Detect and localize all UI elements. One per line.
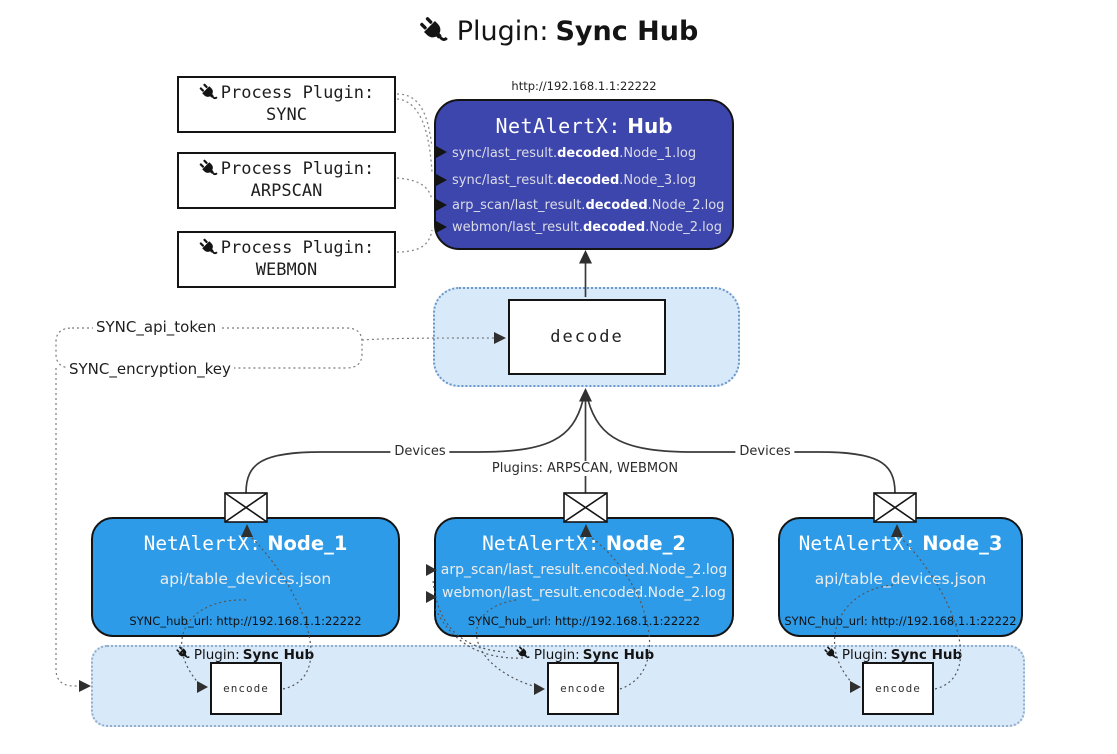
process-plugin-box-sync: Process Plugin: SYNC (177, 76, 396, 133)
node-file: webmon/last_result.encoded.Node_2.log (442, 585, 726, 601)
hub-title-name: Hub (627, 114, 673, 138)
decode-box: decode (508, 299, 666, 375)
hub-box: NetAlertX: Hub sync/last_result.decoded.… (434, 99, 734, 250)
plug-icon (199, 238, 218, 255)
encode-plugin-label-3: Plugin:Sync Hub (824, 646, 962, 663)
node-hub-url: SYNC_hub_url: http://192.168.1.1:22222 (784, 614, 1017, 628)
plug-icon (824, 646, 838, 659)
encode-plugin-label-1: Plugin:Sync Hub (176, 646, 314, 663)
process-plugin-name: ARPSCAN (250, 181, 323, 201)
node-hub-url: SYNC_hub_url: http://192.168.1.1:22222 (467, 614, 701, 628)
node-title: NetAlertX: Node_1 (143, 532, 348, 555)
hub-file-2: sync/last_result.decoded.Node_3.log (452, 173, 697, 188)
process-plugin-name: WEBMON (255, 260, 318, 280)
hub-file-1: sync/last_result.decoded.Node_1.log (452, 146, 697, 161)
node-box-node3: NetAlertX: Node_3 api/table_devices.json… (778, 517, 1023, 637)
node-title: NetAlertX: Node_2 (482, 532, 686, 555)
page-title-name: Sync Hub (555, 16, 699, 47)
plug-icon (199, 83, 218, 100)
page-title-label: Plugin: (456, 16, 549, 47)
node-hub-url: SYNC_hub_url: http://192.168.1.1:22222 (129, 614, 362, 628)
plug-icon (199, 159, 218, 176)
encode-box-2: encode (547, 662, 619, 715)
encode-plugin-label-2: Plugin:Sync Hub (516, 646, 654, 663)
encode-box-3: encode (862, 662, 934, 715)
process-plugin-box-arpscan: Process Plugin: ARPSCAN (177, 152, 396, 209)
process-plugin-box-webmon: Process Plugin: WEBMON (177, 231, 396, 288)
hub-url: http://192.168.1.1:22222 (511, 79, 657, 93)
process-plugin-name: SYNC (266, 105, 307, 125)
plug-icon (176, 646, 190, 659)
node-title: NetAlertX: Node_3 (798, 532, 1003, 555)
hub-file-4: webmon/last_result.decoded.Node_2.log (452, 220, 722, 235)
encode-box-1: encode (210, 662, 282, 715)
node-file: arp_scan/last_result.encoded.Node_2.log (440, 562, 728, 578)
node-file: api/table_devices.json (159, 570, 332, 588)
process-plugin-label: Process Plugin: (220, 83, 375, 103)
plug-icon (419, 17, 448, 41)
node-box-node1: NetAlertX: Node_1 api/table_devices.json… (91, 517, 400, 637)
plug-icon (516, 646, 530, 659)
process-plugin-label: Process Plugin: (220, 238, 375, 258)
hub-title-prefix: NetAlertX: (495, 114, 621, 138)
node-file: api/table_devices.json (814, 570, 987, 588)
node-box-node2: NetAlertX: Node_2 arp_scan/last_result.e… (434, 517, 734, 637)
process-plugin-label: Process Plugin: (220, 159, 375, 179)
hub-file-3: arp_scan/last_result.decoded.Node_2.log (452, 198, 725, 213)
page-title: Plugin: Sync Hub (0, 16, 1117, 47)
hub-title: NetAlertX: Hub (436, 114, 732, 138)
